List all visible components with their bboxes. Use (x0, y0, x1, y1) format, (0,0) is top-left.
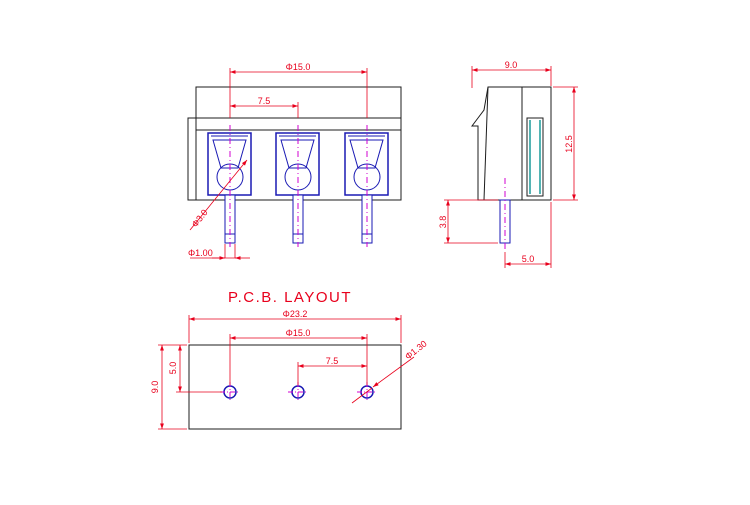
pcb-layout-title: P.C.B. LAYOUT (228, 289, 352, 306)
side-dimensions (444, 66, 578, 268)
front-housing (187, 86, 402, 201)
pcb-dim-hole-dia: Φ1.30 (403, 338, 429, 361)
pcb-dim-width: 9.0 (150, 381, 160, 394)
side-view: 9.0 12.5 3.8 5.0 (438, 60, 578, 268)
front-view: Φ15.0 7.5 Φ3.0 Φ1.00 (187, 62, 402, 260)
side-dim-width: 9.0 (505, 60, 518, 70)
front-dim-pin-dia: Φ1.00 (188, 248, 213, 258)
front-dimensions (189, 68, 368, 260)
pcb-layout-view: P.C.B. LAYOUT (150, 289, 429, 430)
side-dim-pin-offset: 5.0 (522, 254, 535, 264)
pcb-outline (188, 344, 402, 430)
side-slot-accent (529, 120, 541, 194)
pcb-center-lines (220, 382, 377, 402)
front-dim-pitch: 7.5 (258, 96, 271, 106)
side-dim-pin-length: 3.8 (438, 216, 448, 229)
pcb-dim-pitch: 7.5 (326, 356, 339, 366)
pcb-dim-hole-offset: 5.0 (168, 362, 178, 375)
front-center-lines (229, 125, 368, 247)
pcb-dim-length: Φ23.2 (283, 309, 308, 319)
side-housing (471, 86, 552, 201)
front-dim-pitch-total: Φ15.0 (286, 62, 311, 72)
pcb-dimensions (158, 315, 415, 430)
side-dim-height: 12.5 (564, 135, 574, 153)
pcb-dim-pitch-total: Φ15.0 (286, 328, 311, 338)
front-dim-screw-dia: Φ3.0 (190, 208, 210, 230)
